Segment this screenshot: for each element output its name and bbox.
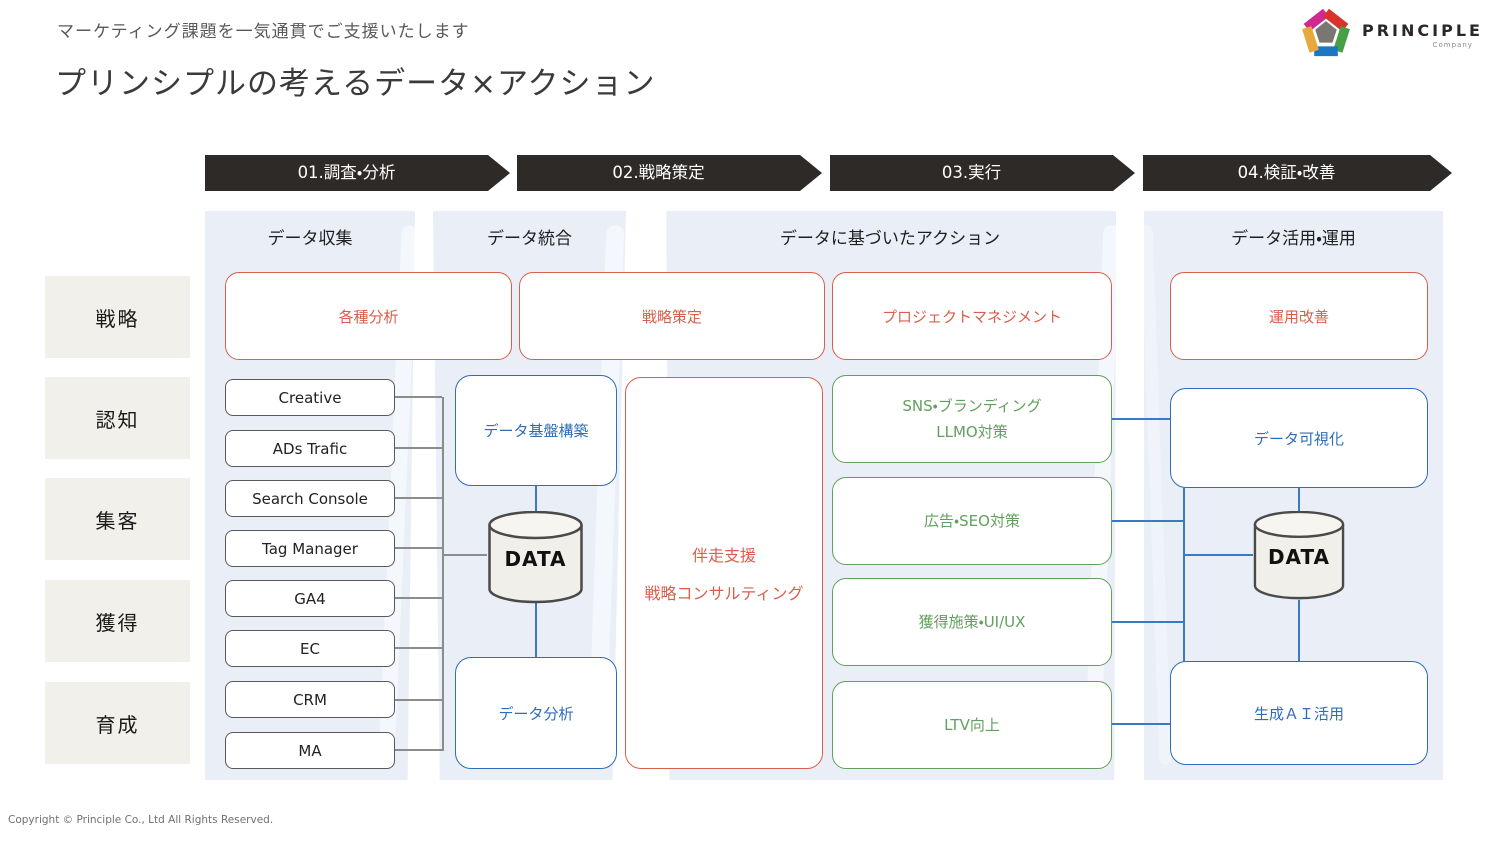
database-label: DATA	[1267, 545, 1331, 569]
connector-bus-to-data-right	[1185, 554, 1253, 556]
box-generative-ai: 生成ＡＩ活用	[1170, 661, 1428, 765]
source-crm: CRM	[225, 681, 395, 718]
source-search-console: Search Console	[225, 480, 395, 517]
action-line1: 広告・SEO対策	[924, 512, 1020, 530]
action-acquisition-uiux: 獲得施策・UI/UX	[832, 578, 1112, 666]
connector-source-stub	[395, 497, 442, 499]
consulting-line1: 伴走支援	[691, 546, 756, 565]
pentagon-logo-icon	[1298, 4, 1354, 66]
box-data-visualization: データ可視化	[1170, 388, 1428, 488]
connector-source-stub	[395, 699, 442, 701]
step-arrow-3: 03.実行	[830, 155, 1135, 191]
copyright-text: Copyright © Principle Co., Ltd All Right…	[8, 814, 274, 826]
source-ma: MA	[225, 732, 395, 769]
source-ads-traffic: ADs Trafic	[225, 430, 395, 467]
connector-source-stub	[395, 547, 442, 549]
connector-source-stub	[395, 447, 442, 449]
box-data-platform: データ基盤構築	[455, 375, 617, 486]
connector-viz-to-data	[1298, 488, 1300, 514]
connector-data-to-ai	[1298, 600, 1300, 662]
step-arrow-4: 04.検証・改善	[1143, 155, 1452, 191]
connector-action-1	[1112, 418, 1170, 420]
column-header-data-collection: データ収集	[267, 229, 353, 249]
source-tag-manager: Tag Manager	[225, 530, 395, 567]
box-consulting: 伴走支援 戦略コンサルティング	[625, 377, 823, 769]
connector-utilization-bus	[1183, 488, 1185, 663]
box-operation-improvement: 運用改善	[1170, 272, 1428, 360]
row-label-acquisition: 集客	[45, 478, 190, 560]
connector-source-stub	[395, 597, 442, 599]
logo-brand: PRINCIPLE	[1362, 21, 1483, 40]
logo-tagline: Company	[1432, 41, 1473, 49]
box-strategy-planning: 戦略策定	[519, 272, 825, 360]
connector-source-stub	[395, 749, 442, 751]
connector-bus-to-data	[442, 554, 487, 556]
action-line1: LTV向上	[944, 716, 1000, 734]
connector-action-3	[1112, 621, 1183, 623]
connector-platform-to-data	[535, 486, 537, 513]
connector-data-to-analysis	[535, 601, 537, 657]
action-line1: 獲得施策・UI/UX	[918, 613, 1026, 631]
box-analysis: 各種分析	[225, 272, 512, 360]
logo-text: PRINCIPLE Company	[1362, 21, 1483, 49]
action-line1: SNS・ブランディング	[902, 397, 1042, 415]
action-ltv: LTV向上	[832, 681, 1112, 769]
row-label-nurturing: 育成	[45, 682, 190, 764]
database-cylinder-icon	[1253, 510, 1345, 605]
slide-subtitle: マーケティング課題を一気通貫でご支援いたします	[57, 22, 470, 42]
action-ads-seo: 広告・SEO対策	[832, 477, 1112, 565]
connector-source-stub	[395, 396, 442, 398]
connector-action-2	[1112, 520, 1183, 522]
step-arrow-2: 02.戦略策定	[517, 155, 822, 191]
action-sns-branding: SNS・ブランディング LLMO対策	[832, 375, 1112, 463]
row-label-awareness: 認知	[45, 377, 190, 459]
page-title: プリンシプルの考えるデータ×アクション	[55, 66, 656, 102]
step-arrow-1: 01.調査・分析	[205, 155, 510, 191]
column-header-data-action: データに基づいたアクション	[779, 229, 1001, 249]
box-data-analysis: データ分析	[455, 657, 617, 769]
connector-action-4	[1112, 723, 1170, 725]
consulting-line2: 戦略コンサルティング	[644, 584, 804, 603]
source-ec: EC	[225, 630, 395, 667]
source-creative: Creative	[225, 379, 395, 416]
connector-source-stub	[395, 647, 442, 649]
row-label-strategy: 戦略	[45, 276, 190, 358]
source-ga4: GA4	[225, 580, 395, 617]
column-header-data-utilization: データ活用・運用	[1231, 229, 1356, 249]
row-label-conversion: 獲得	[45, 580, 190, 662]
connector-source-bus	[442, 397, 444, 751]
action-line2: LLMO対策	[936, 423, 1008, 441]
database-label: DATA	[504, 547, 567, 571]
database-cylinder-icon	[487, 510, 584, 609]
company-logo: PRINCIPLE Company	[1298, 4, 1493, 66]
column-header-data-integration: データ統合	[487, 229, 572, 249]
box-project-management: プロジェクトマネジメント	[832, 272, 1112, 360]
